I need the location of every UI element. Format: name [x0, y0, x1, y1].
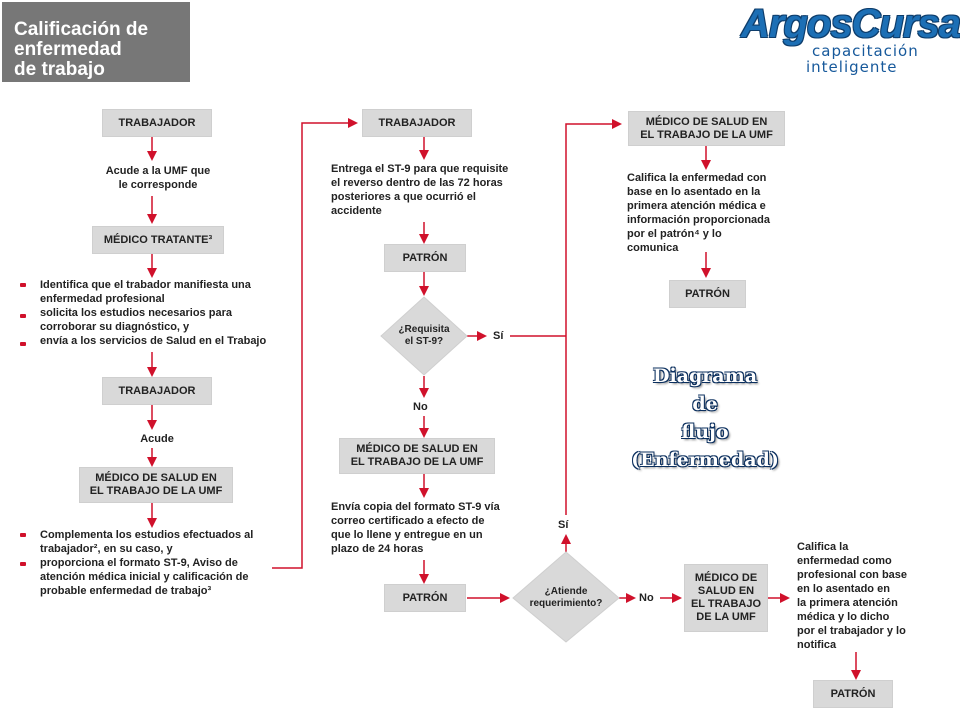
- step-line: médica y lo dicho: [797, 611, 890, 623]
- bullet-text: probable enfermedad de trabajo³: [40, 585, 212, 597]
- step-envia-copia: Envía copia del formato ST-9 vía correo …: [331, 500, 500, 556]
- box-medico-salud-umf-2: MÉDICO DE SALUD EN EL TRABAJO DE LA UMF: [339, 438, 495, 474]
- box-patron-1: PATRÓN: [384, 244, 466, 272]
- step-line: enfermedad como: [797, 555, 892, 567]
- step-acude-umf: Acude a la UMF que le corresponde: [96, 164, 220, 192]
- label-no-1: No: [413, 401, 428, 413]
- bullet-text: envía a los servicios de Salud en el Tra…: [40, 335, 267, 347]
- logo-argoscursa: ArgosCursa: [741, 2, 960, 46]
- box-line: DE LA UMF: [696, 611, 756, 623]
- caption-line: de: [692, 393, 718, 415]
- diamond-line: requerimiento?: [529, 598, 603, 609]
- box-medico-tratante: MÉDICO TRATANTE³: [92, 226, 224, 254]
- box-patron-3: PATRÓN: [669, 280, 746, 308]
- caption-line: flujo: [681, 421, 729, 443]
- step-line: Califica la enfermedad con: [627, 172, 767, 184]
- diamond-line: ¿Atiende: [544, 586, 588, 597]
- header-title-line-2: enfermedad: [14, 39, 122, 60]
- step-line: Entrega el ST-9 para que requisite: [331, 163, 509, 175]
- bullet-marker: [20, 562, 26, 566]
- step-line: accidente: [331, 205, 382, 217]
- step-entrega-st9: Entrega el ST-9 para que requisite el re…: [331, 162, 508, 218]
- caption-line: Diagrama: [652, 365, 758, 387]
- step-line: por el patrón⁴ y lo: [627, 228, 722, 240]
- step-line: la primera atención: [797, 597, 898, 609]
- step-line: posteriores a que ocurrió el: [331, 191, 476, 203]
- logo-tagline-2: inteligente: [806, 58, 898, 76]
- header-title-line-1: Calificación de: [14, 19, 149, 40]
- bullet-text: corroborar su diagnóstico, y: [40, 321, 190, 333]
- step-acude: Acude: [140, 433, 174, 445]
- box-patron-4: PATRÓN: [813, 680, 893, 708]
- step-line: Califica la: [797, 541, 849, 553]
- step-califica-1: Califica la enfermedad con base en lo as…: [627, 171, 770, 255]
- label-si-2: Sí: [558, 519, 569, 531]
- label-no-2: No: [639, 592, 654, 604]
- bullet-list-medico-salud: Complementa los estudios efectuados al t…: [40, 528, 253, 598]
- diamond-line: el ST-9?: [404, 336, 444, 347]
- step-line: por el trabajador y lo: [797, 625, 906, 637]
- bullet-text: atención médica inicial y calificación d…: [40, 571, 249, 583]
- bullet-text: proporciona el formato ST-9, Aviso de: [40, 557, 238, 569]
- bullet-list-medico-tratante: Identifica que el trabador manifiesta un…: [40, 278, 266, 348]
- step-califica-2: Califica la enfermedad como profesional …: [797, 540, 907, 652]
- bullet-text: Complementa los estudios efectuados al: [40, 529, 254, 541]
- bullet-marker: [20, 533, 26, 537]
- box-line: MÉDICO DE SALUD EN: [645, 115, 768, 128]
- bullet-marker: [20, 283, 26, 287]
- step-line: le corresponde: [118, 179, 198, 191]
- box-trabajador-3: TRABAJADOR: [362, 109, 472, 137]
- box-trabajador-2: TRABAJADOR: [102, 377, 212, 405]
- step-line: primera atención médica e: [627, 200, 766, 212]
- logo-tagline-1: capacitación: [812, 42, 919, 60]
- box-trabajador-1: TRABAJADOR: [102, 109, 212, 137]
- step-line: notifica: [797, 639, 837, 651]
- step-line: base en lo asentado en la: [627, 186, 761, 198]
- step-line: correo certificado a efecto de: [331, 515, 485, 527]
- box-line: MÉDICO DE SALUD EN: [356, 443, 478, 455]
- diagram-caption: Diagrama de flujo (Enfermedad): [620, 362, 790, 474]
- box-line: EL TRABAJO DE LA UMF: [89, 485, 223, 497]
- step-line: Envía copia del formato ST-9 vía: [331, 501, 500, 513]
- box-line: EL TRABAJO DE LA UMF: [350, 456, 484, 468]
- decision-label-requisita: ¿Requisita el ST-9?: [384, 324, 464, 348]
- step-line: el reverso dentro de las 72 horas: [331, 177, 503, 189]
- bullet-text: trabajador², en su caso, y: [40, 543, 173, 555]
- box-line: EL TRABAJO DE LA UMF: [640, 128, 773, 141]
- decision-label-atiende: ¿Atiende requerimiento?: [522, 586, 610, 610]
- step-line: Acude a la UMF que: [105, 165, 211, 177]
- box-medico-salud-umf-4: MÉDICO DE SALUD EN EL TRABAJO DE LA UMF: [684, 564, 768, 632]
- step-line: comunica: [627, 242, 679, 254]
- box-medico-salud-umf-3: MÉDICO DE SALUD EN EL TRABAJO DE LA UMF: [628, 111, 785, 146]
- bullet-text: enfermedad profesional: [40, 293, 165, 305]
- bullet-marker: [20, 314, 26, 318]
- step-line: que lo llene y entregue en un: [331, 529, 483, 541]
- decision-diamond-requisita: [380, 296, 468, 376]
- caption-line: (Enfermedad): [631, 449, 779, 471]
- box-medico-salud-umf-1: MÉDICO DE SALUD EN EL TRABAJO DE LA UMF: [79, 467, 233, 503]
- bullet-text: Identifica que el trabador manifiesta un…: [40, 279, 251, 291]
- header-banner: Calificación de enfermedad de trabajo: [2, 2, 190, 82]
- bullet-text: solicita los estudios necesarios para: [40, 307, 232, 319]
- step-line: profesional con base: [797, 569, 908, 581]
- box-line: MÉDICO DE SALUD EN: [95, 472, 217, 484]
- bullet-marker: [20, 342, 26, 346]
- step-line: en lo asentado en: [797, 583, 890, 595]
- decision-diamond-atiende: [512, 551, 620, 643]
- box-line: MÉDICO DE: [694, 572, 758, 584]
- box-line: EL TRABAJO: [690, 598, 762, 610]
- box-patron-2: PATRÓN: [384, 584, 466, 612]
- label-si-1: Sí: [493, 330, 504, 342]
- diamond-line: ¿Requisita: [398, 324, 450, 335]
- step-line: información proporcionada: [627, 214, 771, 226]
- step-line: plazo de 24 horas: [331, 543, 424, 555]
- box-line: SALUD EN: [697, 585, 755, 597]
- header-title-line-3: de trabajo: [14, 59, 105, 80]
